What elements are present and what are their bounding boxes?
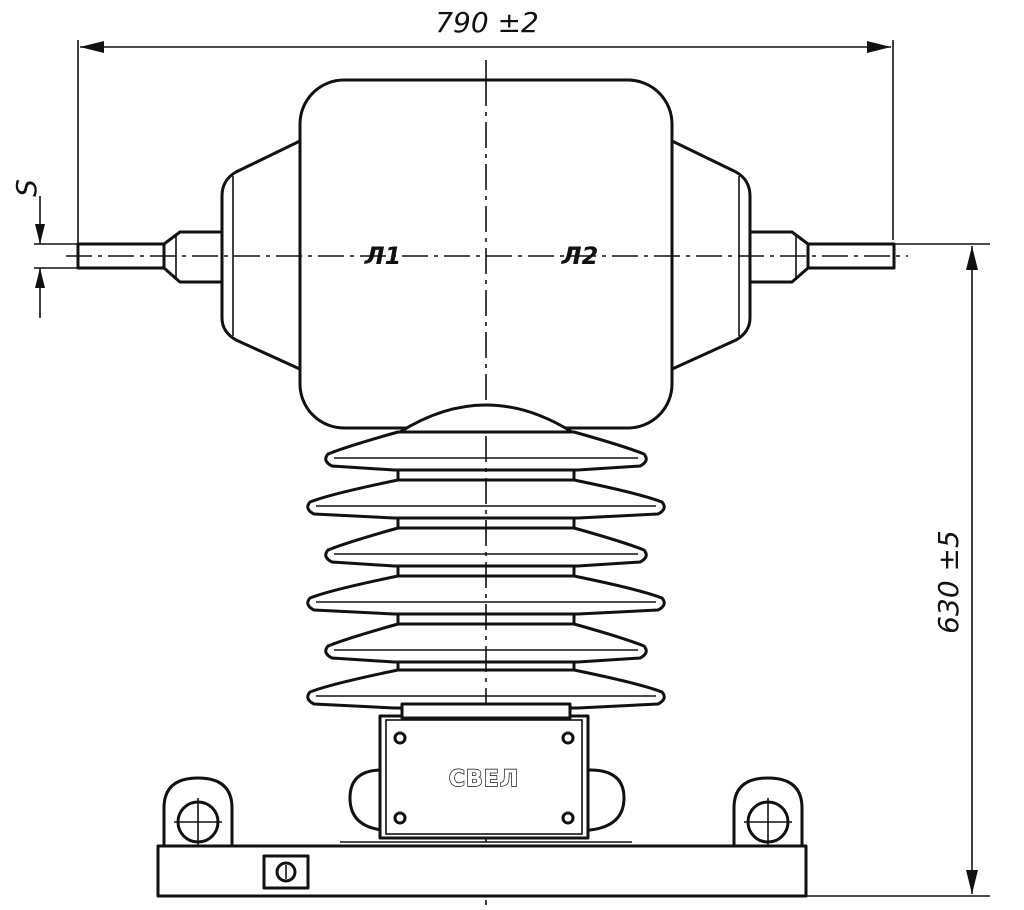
ground-terminal-icon: [275, 861, 297, 883]
bolt-icon: [393, 811, 407, 825]
left-terminal: [76, 230, 224, 284]
terminal-label-l1: Л1: [364, 242, 402, 270]
insulator-shed: [324, 622, 648, 664]
base-plate: [156, 841, 808, 898]
insulator-shed: [324, 526, 648, 568]
right-flange: [668, 138, 752, 372]
mounting-lug-right: [732, 776, 804, 848]
bolt-icon: [561, 811, 575, 825]
terminal-thickness-dimension: S: [10, 179, 78, 318]
terminal-thickness-label: S: [10, 179, 43, 197]
left-flange: [220, 138, 304, 372]
nameplate-logo: СВЕЛ: [449, 767, 519, 792]
terminal-label-l2: Л2: [561, 242, 599, 270]
overall-width-label: 790 ±2: [435, 6, 539, 39]
insulator-cap: [398, 403, 574, 434]
right-terminal: [748, 230, 896, 284]
terminal-height-dimension: 630 ±5: [806, 243, 990, 897]
base-bracket: СВЕЛ: [348, 702, 626, 840]
bolt-icon: [393, 731, 407, 745]
bolt-icon: [561, 731, 575, 745]
insulator: [306, 430, 666, 710]
terminal-height-label: 630 ±5: [932, 530, 965, 634]
overall-width-dimension: 790 ±2: [77, 6, 894, 255]
mounting-lug-left: [162, 776, 234, 848]
